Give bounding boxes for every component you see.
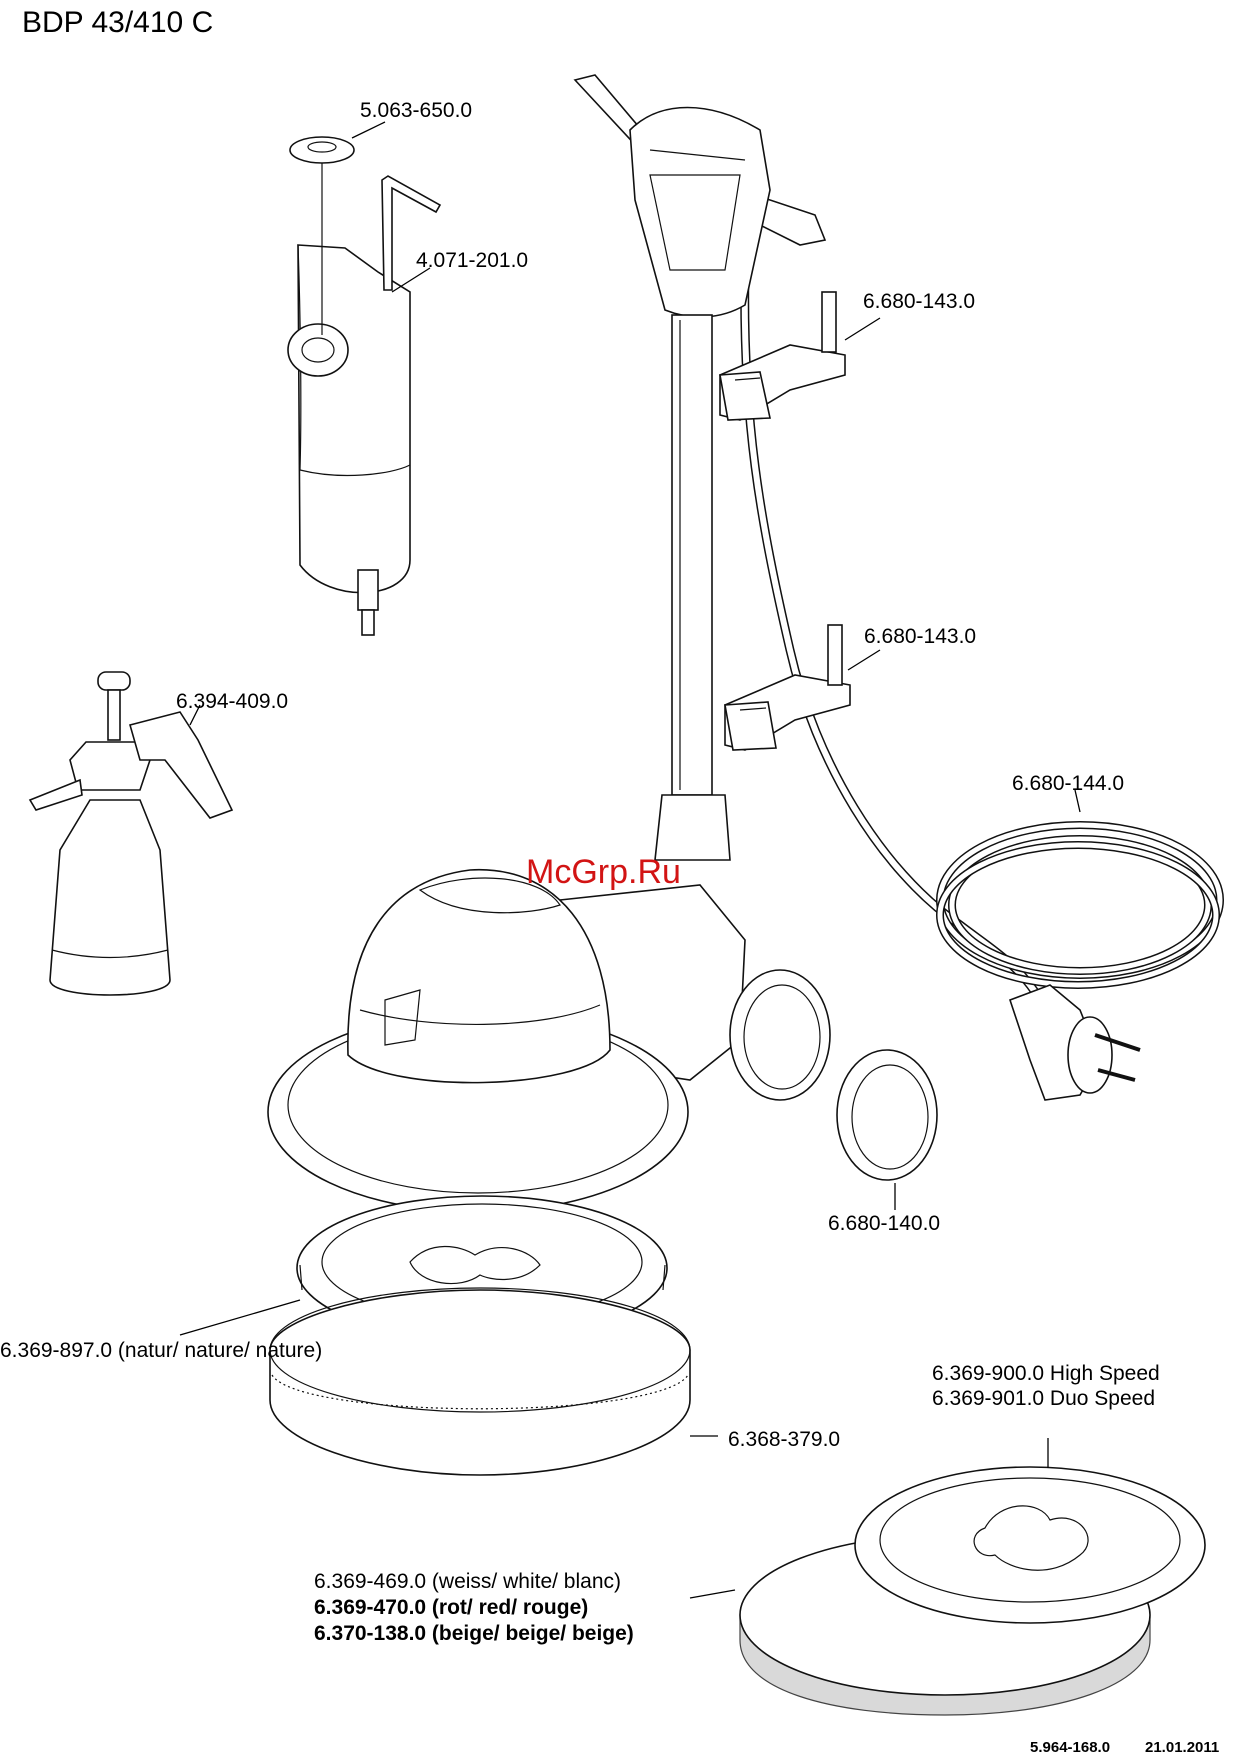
label-power-cord: 6.680-144.0 xyxy=(1012,772,1124,795)
label-pad-holder-high: 6.369-900.0 High Speed xyxy=(932,1362,1160,1385)
leader-lines xyxy=(179,121,1081,1599)
pad-drive-drawing xyxy=(269,1287,691,1476)
label-wheel: 6.680-140.0 xyxy=(828,1212,940,1235)
label-pad-beige: 6.370-138.0 (beige/ beige/ beige) xyxy=(314,1622,634,1645)
label-cable-clip-upper: 6.680-143.0 xyxy=(863,290,975,313)
watermark: McGrp.Ru xyxy=(526,853,681,891)
label-pad-holder-duo: 6.369-901.0 Duo Speed xyxy=(932,1387,1155,1410)
hex-key-drawing xyxy=(381,175,442,291)
cap-drawing xyxy=(289,136,355,335)
label-pad-red: 6.369-470.0 (rot/ red/ rouge) xyxy=(314,1596,588,1619)
diagram-title: BDP 43/410 C xyxy=(22,6,213,39)
footer-date: 21.01.2011 xyxy=(1145,1739,1219,1756)
solution-tank-drawing xyxy=(287,244,411,636)
machine-body-drawing xyxy=(267,869,746,1213)
label-sprayer: 6.394-409.0 xyxy=(176,690,288,713)
label-pad-white: 6.369-469.0 (weiss/ white/ blanc) xyxy=(314,1570,621,1593)
machine-handle-drawing xyxy=(573,74,827,861)
cable-clip-lower-drawing xyxy=(724,624,851,751)
footer-doc-number: 5.964-168.0 xyxy=(1030,1739,1110,1756)
cable-clip-upper-drawing xyxy=(719,291,846,421)
label-cable-clip-lower: 6.680-143.0 xyxy=(864,625,976,648)
pad-and-holder-drawing xyxy=(739,1466,1206,1716)
power-cord-drawing xyxy=(740,260,1224,1101)
label-brush: 6.369-897.0 (natur/ nature/ nature) xyxy=(0,1339,322,1362)
label-pad-drive: 6.368-379.0 xyxy=(728,1428,840,1451)
label-hex-key: 4.071-201.0 xyxy=(416,249,528,272)
label-cap: 5.063-650.0 xyxy=(360,99,472,122)
wheel-drawing xyxy=(729,969,938,1181)
sprayer-drawing xyxy=(28,671,234,996)
